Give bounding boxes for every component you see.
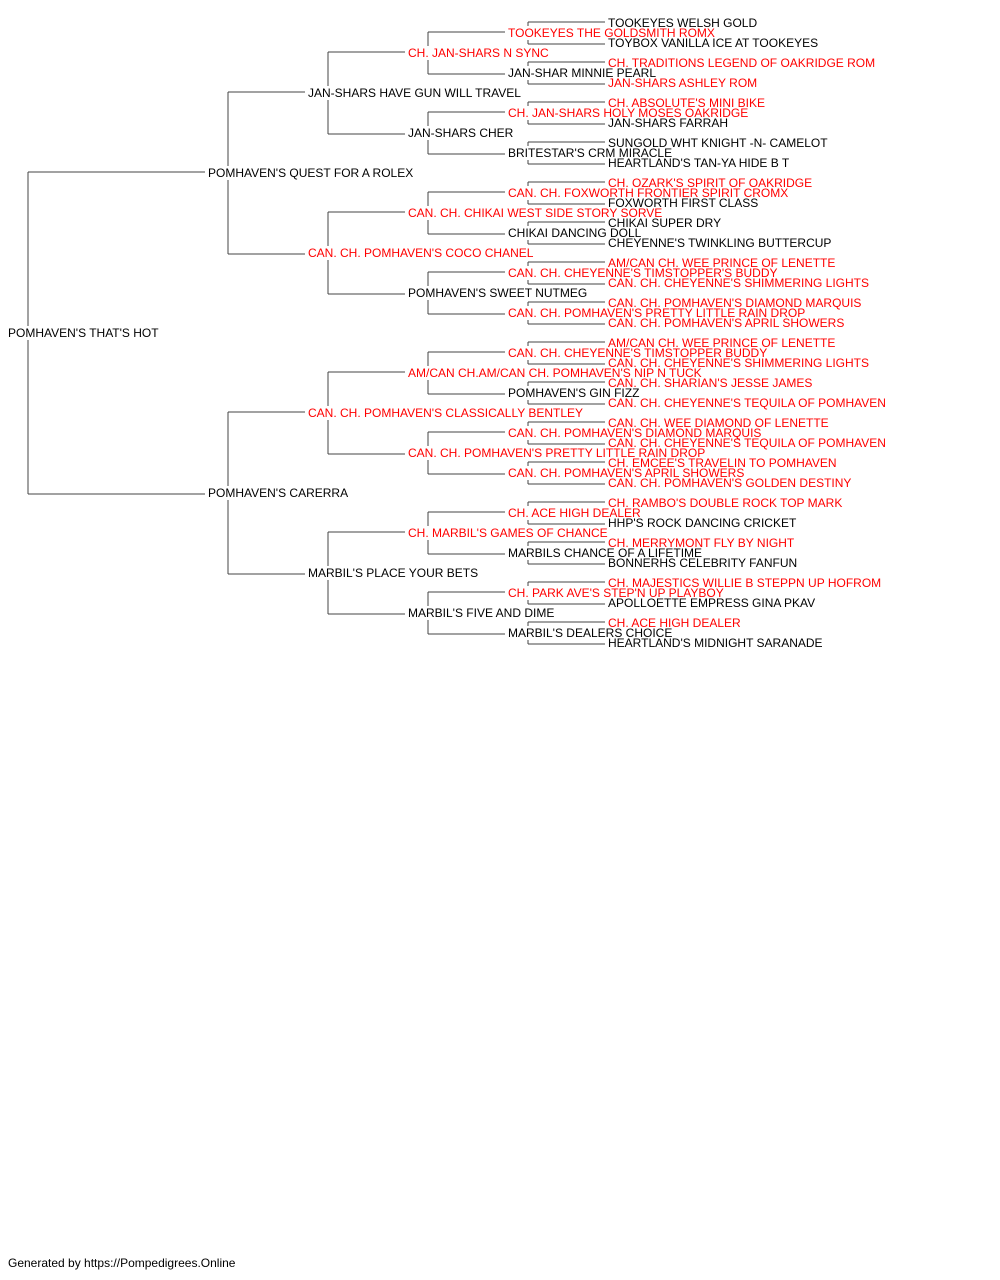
ancestor-name-gen5: CAN. CH. POMHAVEN'S APRIL SHOWERS — [608, 316, 845, 330]
ancestor-name-gen4: CAN. CH. POMHAVEN'S DIAMOND MARQUIS — [508, 426, 762, 440]
ancestor-name-gen4: TOOKEYES THE GOLDSMITH ROMX — [508, 26, 715, 40]
ancestor-name-gen1: POMHAVEN'S CARERRA — [208, 486, 349, 500]
ancestor-name-gen4: CAN. CH. CHEYENNE'S TIMSTOPPER'S BUDDY — [508, 266, 778, 280]
ancestor-name-gen2: JAN-SHARS HAVE GUN WILL TRAVEL — [308, 86, 521, 100]
ancestor-name-gen4: MARBIL'S DEALERS CHOICE — [508, 626, 673, 640]
ancestor-name-gen5: CH. MERRYMONT FLY BY NIGHT — [608, 536, 795, 550]
ancestor-name-gen3: AM/CAN CH.AM/CAN CH. POMHAVEN'S NIP N TU… — [408, 366, 702, 380]
ancestor-name-gen5: JAN-SHARS ASHLEY ROM — [608, 76, 758, 90]
ancestor-name-gen3: POMHAVEN'S SWEET NUTMEG — [408, 286, 588, 300]
ancestor-name-gen3: CH. MARBIL'S GAMES OF CHANCE — [408, 526, 608, 540]
ancestor-name-gen5: AM/CAN CH. WEE PRINCE OF LENETTE — [608, 336, 836, 350]
ancestor-name-gen4: MARBILS CHANCE OF A LIFETIME — [508, 546, 703, 560]
ancestor-name-gen5: CH. MAJESTICS WILLIE B STEPPN UP HOFROM — [608, 576, 882, 590]
ancestor-name-gen1: POMHAVEN'S QUEST FOR A ROLEX — [208, 166, 414, 180]
ancestor-name-gen4: CH. JAN-SHARS HOLY MOSES OAKRIDGE — [508, 106, 749, 120]
ancestor-name-gen5: SUNGOLD WHT KNIGHT -N- CAMELOT — [608, 136, 828, 150]
ancestor-name-gen5: CH. ABSOLUTE'S MINI BIKE — [608, 96, 765, 110]
ancestor-name-gen5: APOLLOETTE EMPRESS GINA PKAV — [608, 596, 816, 610]
ancestor-name-gen5: CH. EMCEE'S TRAVELIN TO POMHAVEN — [608, 456, 837, 470]
ancestor-name-gen5: FOXWORTH FIRST CLASS — [608, 196, 759, 210]
ancestor-name-gen5: CAN. CH. CHEYENNE'S SHIMMERING LIGHTS — [608, 276, 869, 290]
ancestor-name-gen5: HEARTLAND'S TAN-YA HIDE B T — [608, 156, 790, 170]
ancestor-name-gen3: CH. JAN-SHARS N SYNC — [408, 46, 549, 60]
ancestor-name-gen5: CAN. CH. POMHAVEN'S GOLDEN DESTINY — [608, 476, 852, 490]
ancestor-name-gen5: HEARTLAND'S MIDNIGHT SARANADE — [608, 636, 823, 650]
ancestor-name-gen4: BRITESTAR'S CRM MIRACLE — [508, 146, 673, 160]
ancestor-name-gen3: MARBIL'S FIVE AND DIME — [408, 606, 555, 620]
ancestor-name-gen4: CAN. CH. POMHAVEN'S PRETTY LITTLE RAIN D… — [508, 306, 806, 320]
ancestor-name-gen5: CH. TRADITIONS LEGEND OF OAKRIDGE ROM — [608, 56, 876, 70]
ancestor-name-gen5: CH. ACE HIGH DEALER — [608, 616, 741, 630]
ancestor-name-gen5: CAN. CH. CHEYENNE'S SHIMMERING LIGHTS — [608, 356, 869, 370]
ancestor-name-gen5: JAN-SHARS FARRAH — [608, 116, 729, 130]
ancestor-name-gen4: CHIKAI DANCING DOLL — [508, 226, 642, 240]
ancestor-name-gen5: CAN. CH. POMHAVEN'S DIAMOND MARQUIS — [608, 296, 862, 310]
ancestor-name-gen5: CAN. CH. CHEYENNE'S TEQUILA OF POMHAVEN — [608, 396, 886, 410]
ancestor-name-gen5: TOOKEYES WELSH GOLD — [608, 16, 758, 30]
ancestor-name-gen5: HHP'S ROCK DANCING CRICKET — [608, 516, 797, 530]
ancestor-name-gen5: CAN. CH. CHEYENNE'S TEQUILA OF POMHAVEN — [608, 436, 886, 450]
ancestor-name-gen2: CAN. CH. POMHAVEN'S CLASSICALLY BENTLEY — [308, 406, 584, 420]
ancestor-name-gen4: POMHAVEN'S GIN FIZZ — [508, 386, 640, 400]
ancestor-name-gen4: CAN. CH. POMHAVEN'S APRIL SHOWERS — [508, 466, 745, 480]
ancestor-name-gen5: CAN. CH. SHARIAN'S JESSE JAMES — [608, 376, 813, 390]
ancestor-name-gen5: CH. RAMBO'S DOUBLE ROCK TOP MARK — [608, 496, 843, 510]
ancestor-name-gen4: CAN. CH. CHEYENNE'S TIMSTOPPER BUDDY — [508, 346, 768, 360]
ancestor-name-gen2: CAN. CH. POMHAVEN'S COCO CHANEL — [308, 246, 534, 260]
ancestor-name-gen3: CAN. CH. CHIKAI WEST SIDE STORY SORVE — [408, 206, 663, 220]
subject-dog-name: POMHAVEN'S THAT'S HOT — [8, 326, 159, 340]
ancestor-name-gen3: CAN. CH. POMHAVEN'S PRETTY LITTLE RAIN D… — [408, 446, 706, 460]
ancestor-name-gen3: JAN-SHARS CHER — [408, 126, 514, 140]
ancestor-name-gen5: AM/CAN CH. WEE PRINCE OF LENETTE — [608, 256, 836, 270]
ancestor-name-gen5: CHIKAI SUPER DRY — [608, 216, 722, 230]
ancestor-name-gen4: CH. ACE HIGH DEALER — [508, 506, 641, 520]
generated-by-footer: Generated by https://Pompedigrees.Online — [8, 1256, 236, 1270]
ancestor-name-gen5: CAN. CH. WEE DIAMOND OF LENETTE — [608, 416, 829, 430]
ancestor-name-gen4: JAN-SHAR MINNIE PEARL — [508, 66, 657, 80]
ancestor-name-gen2: MARBIL'S PLACE YOUR BETS — [308, 566, 479, 580]
ancestor-name-gen5: TOYBOX VANILLA ICE AT TOOKEYES — [608, 36, 819, 50]
ancestor-name-gen4: CH. PARK AVE'S STEP'N UP PLAYBOY — [508, 586, 724, 600]
ancestor-name-gen5: BONNERHS CELEBRITY FANFUN — [608, 556, 798, 570]
ancestor-name-gen5: CHEYENNE'S TWINKLING BUTTERCUP — [608, 236, 832, 250]
ancestor-name-gen5: CH. OZARK'S SPIRIT OF OAKRIDGE — [608, 176, 813, 190]
ancestor-name-gen4: CAN. CH. FOXWORTH FRONTIER SPIRIT CROMX — [508, 186, 789, 200]
